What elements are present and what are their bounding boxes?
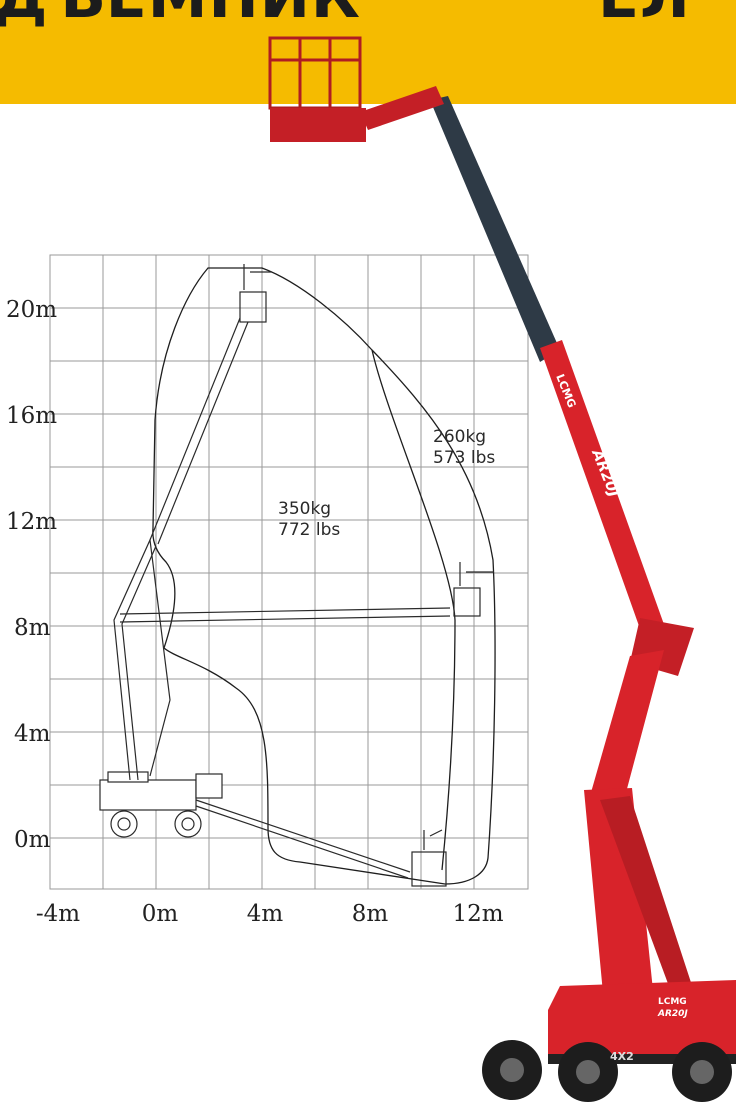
x-tick-minus-4m: -4m: [36, 901, 80, 927]
x-tick-8m: 8m: [352, 901, 389, 927]
y-tick-16m: 16m: [6, 403, 57, 429]
zone-260-kg: 260kg: [433, 427, 486, 447]
y-tick-8m: 8m: [14, 615, 51, 641]
y-tick-4m: 4m: [14, 721, 51, 747]
zone-260-lbs: 573 lbs: [433, 448, 495, 468]
banner-title-left: ДЪЕМНИК: [0, 0, 361, 32]
x-tick-12m: 12m: [452, 901, 503, 927]
zone-350-kg: 350kg: [278, 499, 331, 519]
header-banner: ДЪЕМНИК ЕЛ: [0, 0, 736, 104]
chassis-model-decal: AR20J: [657, 1009, 688, 1019]
boom-lift-photo-illustration: [268, 36, 736, 1102]
y-tick-0m: 0m: [14, 827, 51, 853]
x-tick-0m: 0m: [142, 901, 179, 927]
boom-lift-line-drawing: [99, 264, 494, 887]
y-tick-12m: 12m: [6, 509, 57, 535]
working-envelope: [152, 267, 496, 885]
drive-badge: 4X2: [610, 1050, 634, 1063]
y-tick-20m: 20m: [6, 297, 57, 323]
banner-title-right: ЕЛ: [598, 0, 691, 32]
zone-350-lbs: 772 lbs: [278, 520, 340, 540]
chassis-brand-decal: LCMG: [658, 997, 687, 1007]
x-tick-4m: 4m: [247, 901, 284, 927]
